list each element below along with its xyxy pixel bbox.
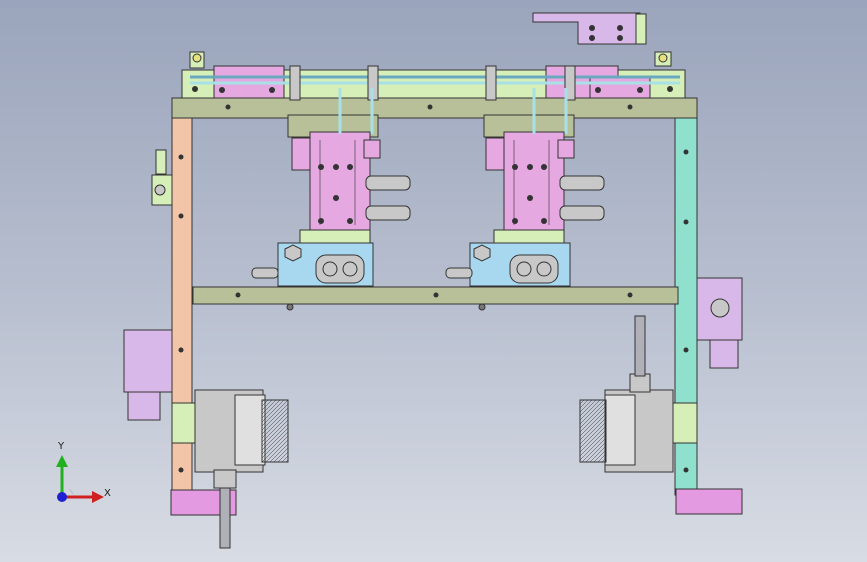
axis-label-x: X [104,488,111,499]
right-cylinder-assembly [445,88,605,287]
left-connector-block [171,389,289,549]
left-side-fitting [151,149,173,206]
middle-plate [192,286,679,311]
axes-triad [56,455,104,503]
left-side-block [123,329,173,421]
right-side-block [696,277,743,369]
right-foot [675,488,743,515]
left-cylinder-assembly [251,88,411,287]
axis-label-y: Y [58,441,65,452]
right-frame-post [674,114,698,496]
top-rail-assembly [181,51,686,101]
top-right-bracket [532,12,647,45]
top-plate [171,97,698,119]
right-connector-block [579,315,698,473]
left-frame-post [171,99,193,511]
